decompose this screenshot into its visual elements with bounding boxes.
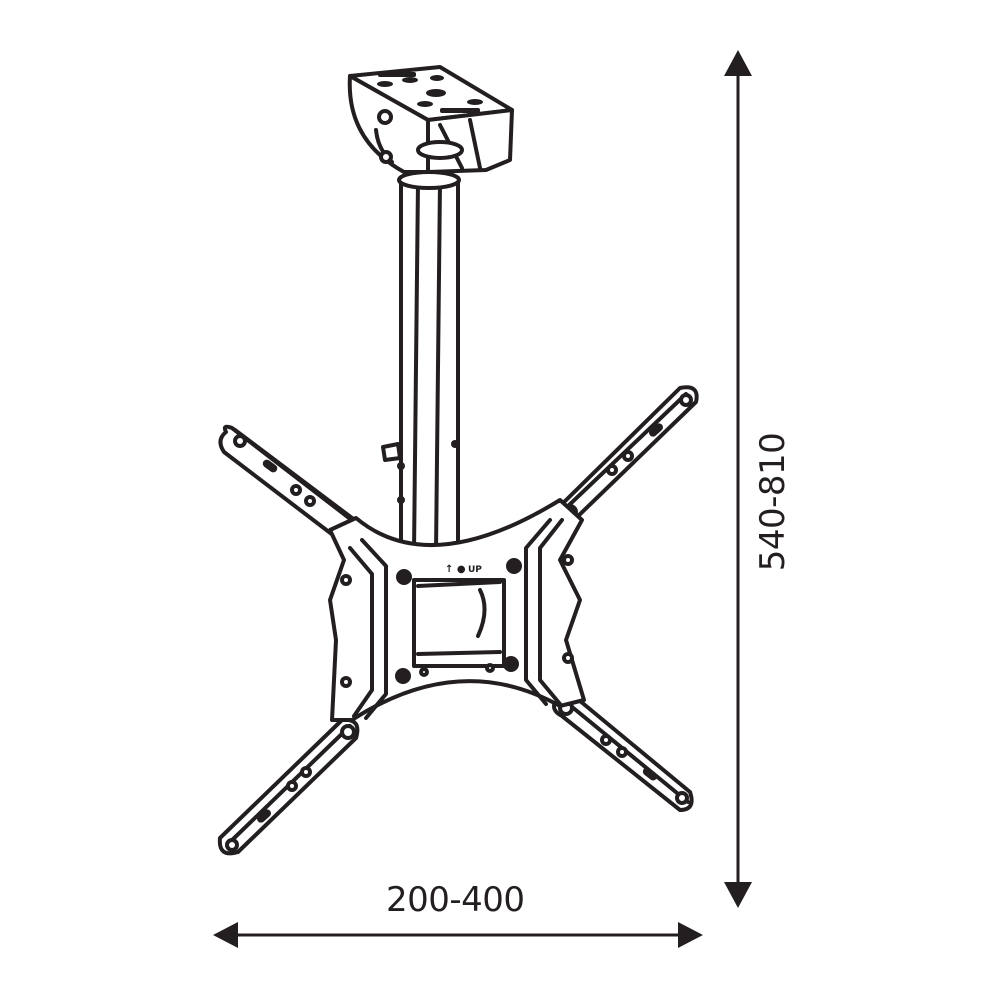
height-dimension-label: 540-810: [753, 432, 793, 572]
svg-text:↑ ●: ↑ ●: [445, 564, 466, 575]
width-dimension-label: 200-400: [386, 880, 525, 920]
mounting-arm-bottom-right: [552, 690, 694, 812]
height-dimension-arrow: [724, 50, 752, 908]
up-marking: UP: [468, 565, 482, 575]
mounting-arm-top-right: [555, 385, 699, 524]
width-dimension-arrow: [213, 922, 703, 948]
ceiling-bracket: [347, 65, 514, 174]
mounting-arm-bottom-left: [217, 717, 360, 856]
telescopic-pole: [381, 170, 461, 554]
mounting-arm-top-left: [218, 424, 365, 550]
vesa-plate: ↑ ● UP: [328, 498, 586, 722]
